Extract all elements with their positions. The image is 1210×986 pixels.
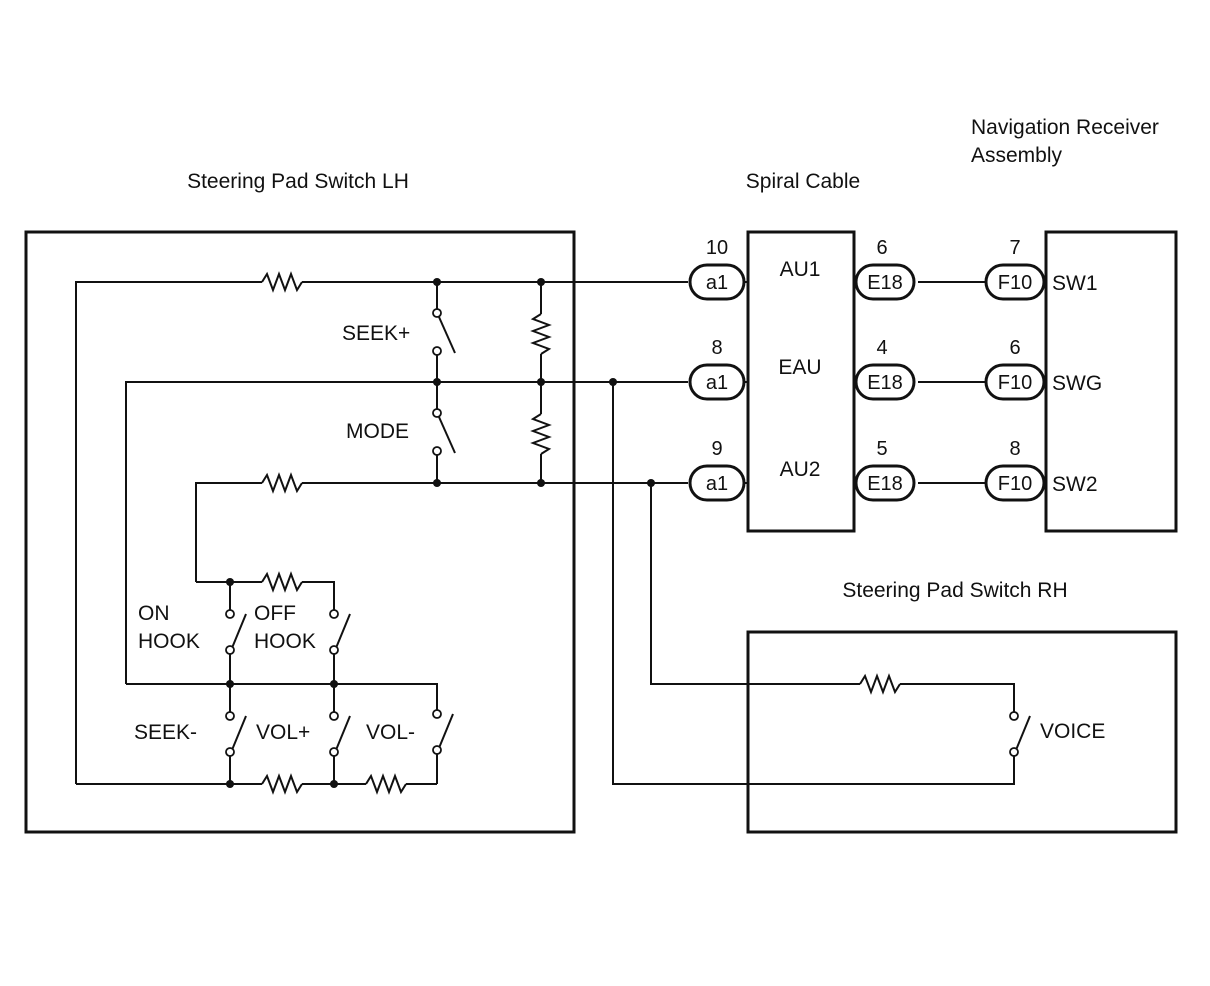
- connector-a1-eau: [688, 363, 746, 401]
- spiral-terminal-au2: AU2: [780, 458, 821, 481]
- title-navigation-receiver-line1: Navigation Receiver: [971, 116, 1159, 139]
- connector-f10-swg: [984, 363, 1046, 401]
- wire-au1-inner: [75, 281, 688, 784]
- resistor-voice: [859, 673, 901, 695]
- connector-a1-label-2: a1: [706, 372, 728, 394]
- pin-a1-eau: 8: [711, 337, 722, 359]
- connector-e18-au2: [854, 464, 916, 502]
- pin-e18-eau: 4: [876, 337, 887, 359]
- label-vol-plus: VOL+: [256, 721, 310, 744]
- nav-terminal-sw2: SW2: [1052, 473, 1098, 496]
- connector-e18-label-2: E18: [867, 372, 903, 394]
- pin-e18-au2: 5: [876, 438, 887, 460]
- pin-f10-swg: 6: [1009, 337, 1020, 359]
- switch-blade-mode: [438, 416, 456, 454]
- switch-blade-vol-minus: [438, 713, 454, 749]
- resistor-vertical-upper: [530, 313, 552, 355]
- junction-dots: [226, 278, 655, 788]
- title-steering-pad-switch-lh: Steering Pad Switch LH: [187, 170, 409, 193]
- switch-blade-on-hook: [231, 613, 247, 649]
- spiral-terminal-au1: AU1: [780, 258, 821, 281]
- title-navigation-receiver-line2: Assembly: [971, 144, 1063, 167]
- resistor-au1: [261, 271, 303, 293]
- switch-blade-vol-plus: [335, 715, 351, 751]
- wire-au2-inner: [195, 482, 688, 582]
- resistor-hook: [261, 571, 303, 593]
- spiral-terminal-eau: EAU: [778, 356, 821, 379]
- wire-voice-au2: [650, 483, 1015, 712]
- nav-terminal-swg: SWG: [1052, 372, 1102, 395]
- switch-blade-voice: [1015, 715, 1031, 751]
- connector-f10-label-1: F10: [998, 272, 1032, 294]
- label-off-hook-line2: HOOK: [254, 630, 316, 653]
- resistor-au2: [261, 472, 303, 494]
- pin-e18-au1: 6: [876, 237, 887, 259]
- pin-f10-sw1: 7: [1009, 237, 1020, 259]
- label-seek-minus: SEEK-: [134, 721, 197, 744]
- switch-blade-seek-minus: [231, 715, 247, 751]
- wire-eau-bus-bottom: [126, 683, 438, 712]
- connector-a1-label-3: a1: [706, 473, 728, 495]
- wire-vol-switches: [229, 684, 438, 784]
- connector-f10-label-2: F10: [998, 372, 1032, 394]
- connector-f10-sw2: [984, 464, 1046, 502]
- nav-terminal-sw1: SW1: [1052, 272, 1098, 295]
- label-seek-plus: SEEK+: [342, 322, 410, 345]
- connector-e18-label-3: E18: [867, 473, 903, 495]
- pin-a1-au1: 10: [706, 237, 728, 259]
- label-voice: VOICE: [1040, 720, 1105, 743]
- label-vol-minus: VOL-: [366, 721, 415, 744]
- label-off-hook-line1: OFF: [254, 602, 296, 625]
- wire-eau: [125, 381, 688, 684]
- connector-a1-au2: [688, 464, 746, 502]
- pin-f10-sw2: 8: [1009, 438, 1020, 460]
- label-on-hook-line1: ON: [138, 602, 170, 625]
- connector-e18-au1: [854, 263, 916, 301]
- resistor-seek-minus: [261, 773, 303, 795]
- title-spiral-cable: Spiral Cable: [746, 170, 860, 193]
- connector-f10-sw1: [984, 263, 1046, 301]
- steering-pad-switch-lh-box: [24, 230, 576, 834]
- connector-f10-label-3: F10: [998, 473, 1032, 495]
- title-steering-pad-switch-rh: Steering Pad Switch RH: [842, 579, 1067, 602]
- label-on-hook-line2: HOOK: [138, 630, 200, 653]
- switch-blade-off-hook: [335, 613, 351, 649]
- resistor-vertical-lower: [530, 413, 552, 455]
- switch-blade-seek-plus: [438, 316, 456, 354]
- connector-a1-au1: [688, 263, 746, 301]
- wire-voice-eau: [612, 382, 1015, 785]
- resistor-vol-plus: [365, 773, 407, 795]
- steering-pad-switch-rh-box: [746, 630, 1178, 834]
- pin-a1-au2: 9: [711, 438, 722, 460]
- connector-e18-eau: [854, 363, 916, 401]
- connector-e18-label-1: E18: [867, 272, 903, 294]
- wire-hook-bottom: [229, 652, 335, 684]
- connector-a1-label-1: a1: [706, 272, 728, 294]
- switch-contacts: [225, 308, 1019, 757]
- label-mode: MODE: [346, 420, 409, 443]
